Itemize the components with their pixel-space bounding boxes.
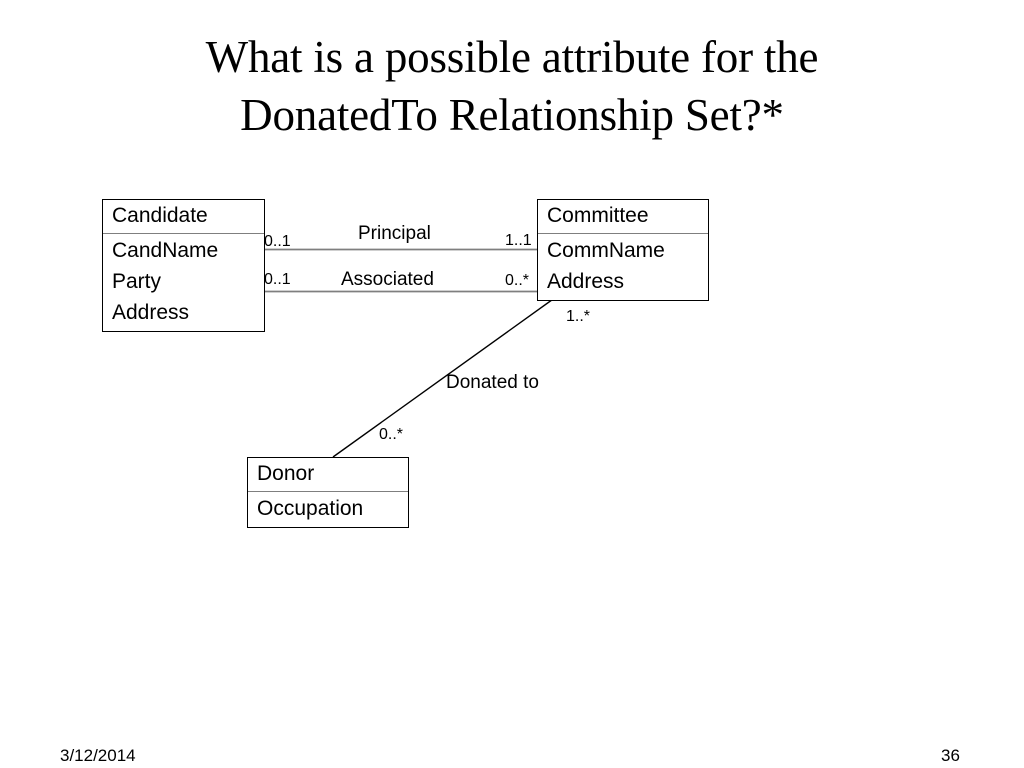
multiplicity-associated-candidate-side: 0..1 [264, 271, 291, 288]
footer-date: 3/12/2014 [60, 746, 136, 765]
entity-attribute: Party [112, 270, 162, 293]
entity-attributes-committee: CommName Address [538, 234, 708, 300]
entity-box-donor[interactable]: Donor Occupation [247, 457, 409, 528]
entity-name-committee: Committee [538, 200, 708, 234]
entity-box-committee[interactable]: Committee CommName Address [537, 199, 709, 301]
slide-title: What is a possible attribute for the Don… [205, 32, 819, 140]
entity-attribute: CandName [112, 239, 219, 262]
entity-attribute: Address [547, 270, 625, 293]
multiplicity-principal-committee-side: 1..1 [505, 232, 532, 249]
entity-name-candidate: Candidate [103, 200, 264, 234]
entity-attribute: Address [112, 301, 190, 324]
multiplicity-donated-to-committee-side: 1..* [566, 308, 591, 325]
relationship-label-principal: Principal [358, 223, 431, 244]
entity-box-candidate[interactable]: Candidate CandName Party Address [102, 199, 265, 332]
multiplicity-associated-committee-side: 0..* [505, 272, 530, 289]
relationship-label-associated: Associated [341, 269, 434, 290]
entity-name-donor: Donor [248, 458, 408, 492]
entity-attribute: Occupation [257, 497, 364, 520]
multiplicity-principal-candidate-side: 0..1 [264, 233, 291, 250]
entity-attribute: CommName [547, 239, 665, 262]
entity-attributes-candidate: CandName Party Address [103, 234, 264, 331]
relationship-label-donated-to: Donated to [446, 372, 539, 393]
footer-page-number: 36 [941, 746, 960, 765]
multiplicity-donated-to-donor-side: 0..* [379, 426, 404, 443]
entity-attributes-donor: Occupation [248, 492, 408, 527]
